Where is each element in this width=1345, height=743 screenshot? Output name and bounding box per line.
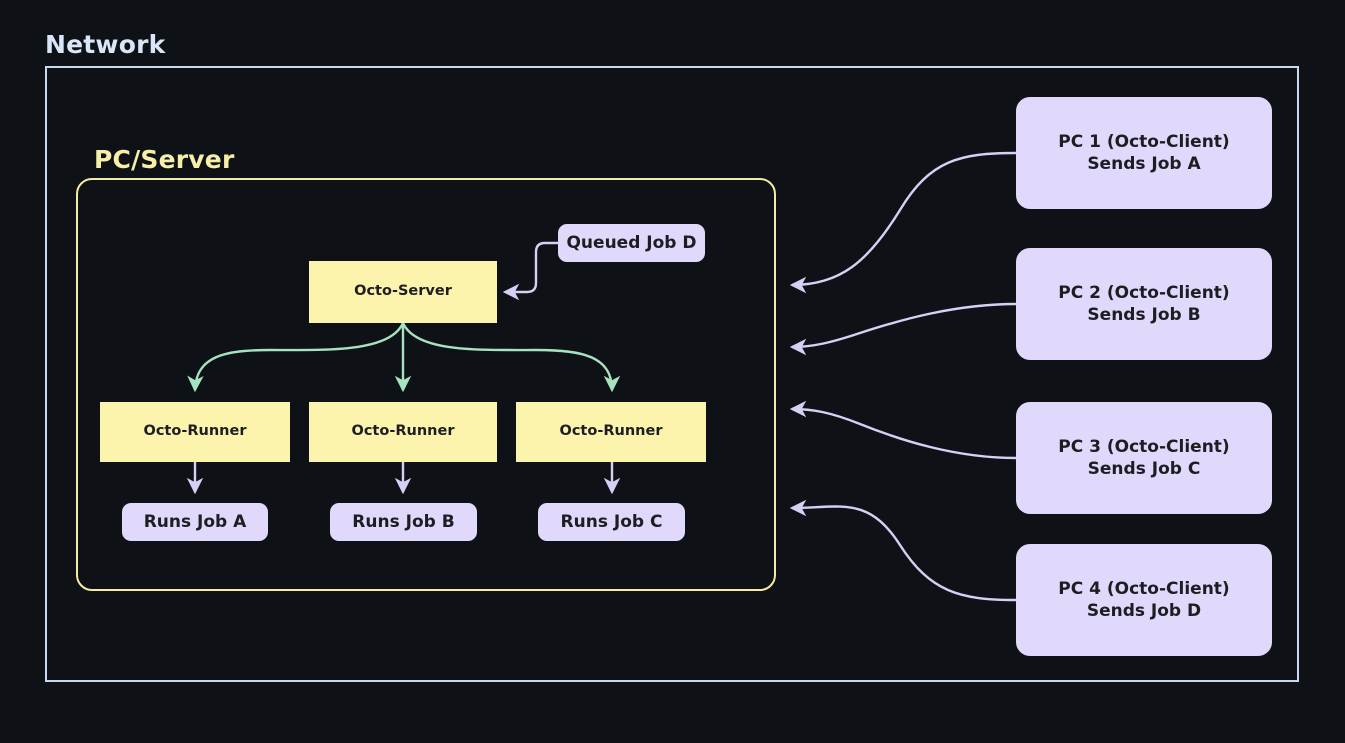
node-pc-2-line-1: PC 2 (Octo-Client) [1058, 282, 1230, 303]
node-runs-job-b[interactable]: Runs Job B [330, 503, 477, 541]
node-octo-server[interactable]: Octo-Server [309, 261, 497, 323]
node-pc-4-line-2: Sends Job D [1086, 601, 1202, 621]
node-pc-1-line-1: PC 1 (Octo-Client) [1058, 131, 1230, 152]
cluster-network [45, 66, 1299, 682]
node-octo-runner-2[interactable]: Octo-Runner [309, 402, 497, 462]
node-octo-runner-3[interactable]: Octo-Runner [516, 402, 706, 462]
node-pc-1-client[interactable]: PC 1 (Octo-Client) Sends Job A [1016, 97, 1272, 209]
node-pc-3-client[interactable]: PC 3 (Octo-Client) Sends Job C [1016, 402, 1272, 514]
node-pc-1-line-2: Sends Job A [1087, 154, 1201, 174]
node-pc-2-line-2: Sends Job B [1087, 305, 1201, 325]
node-runs-job-c[interactable]: Runs Job C [538, 503, 685, 541]
cluster-pc-server [76, 178, 776, 591]
node-runs-job-a[interactable]: Runs Job A [122, 503, 268, 541]
node-queued-job-d[interactable]: Queued Job D [558, 224, 705, 262]
cluster-network-title: Network [45, 30, 166, 59]
node-pc-4-client[interactable]: PC 4 (Octo-Client) Sends Job D [1016, 544, 1272, 656]
cluster-pc-server-title: PC/Server [94, 145, 235, 174]
node-pc-2-client[interactable]: PC 2 (Octo-Client) Sends Job B [1016, 248, 1272, 360]
node-pc-3-line-2: Sends Job C [1087, 459, 1201, 479]
node-pc-4-line-1: PC 4 (Octo-Client) [1058, 578, 1230, 599]
node-octo-runner-1[interactable]: Octo-Runner [100, 402, 290, 462]
node-pc-3-line-1: PC 3 (Octo-Client) [1058, 436, 1230, 457]
